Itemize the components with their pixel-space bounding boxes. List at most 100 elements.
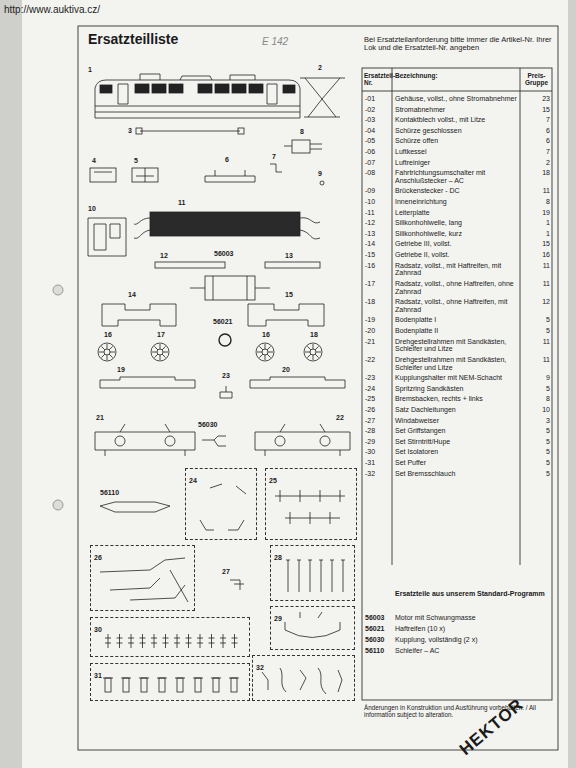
table-cell: Haftreifen (10 x) <box>395 625 545 633</box>
callout-number: 7 <box>272 153 276 161</box>
table-cell: 11 <box>522 262 550 270</box>
table-cell: Gehäuse, vollst., ohne Stromabnehmer <box>395 95 518 103</box>
table-cell: 5 <box>522 385 550 393</box>
table-cell: Inneneinrichtung <box>395 198 518 206</box>
table-cell: Leiterplatte <box>395 209 518 217</box>
table-cell: -26 <box>365 406 391 414</box>
table-cell: -25 <box>365 395 391 403</box>
table-cell: 5 <box>522 316 550 324</box>
table-cell: -14 <box>365 240 391 248</box>
table-cell: 7 <box>522 148 550 156</box>
table-cell: 5 <box>522 438 550 446</box>
table-cell: -22 <box>365 356 391 364</box>
table-cell: 1 <box>522 219 550 227</box>
table-cell: 5 <box>522 459 550 467</box>
table-cell: Silikonhohlwelle, kurz <box>395 230 518 238</box>
table-cell: Schleifer – AC <box>395 647 545 655</box>
callout-number: 18 <box>310 331 318 339</box>
table-cell: 7 <box>522 116 550 124</box>
table-cell: 3 <box>522 417 550 425</box>
table-cell: -03 <box>365 116 391 124</box>
callout-number: 3 <box>128 127 132 135</box>
table-cell: -29 <box>365 438 391 446</box>
table-cell: -06 <box>365 148 391 156</box>
table-cell: 5 <box>522 327 550 335</box>
table-cell: 19 <box>522 209 550 217</box>
table-cell: 56021 <box>365 625 393 633</box>
table-cell: Windabweiser <box>395 417 518 425</box>
callout-number: 16 <box>104 331 112 339</box>
table-cell: -05 <box>365 137 391 145</box>
callout-number: 9 <box>318 170 322 178</box>
callout-number: 32 <box>253 662 264 672</box>
table-cell: 11 <box>522 356 550 364</box>
table-cell: -17 <box>365 280 391 288</box>
callout-number: 11 <box>178 199 185 207</box>
part-group-box: 29 <box>270 606 355 650</box>
table-cell: Drehgestellrahmen mit Sandkästen, Schlei… <box>395 338 518 354</box>
callout-number: 6 <box>225 156 229 164</box>
table-cell: Bremsbacken, rechts + links <box>395 395 518 403</box>
callout-number: 26 <box>91 552 102 562</box>
table-cell: Motor mit Schwungmasse <box>395 614 545 622</box>
table-cell: Set Stirntritt/Hupe <box>395 438 518 446</box>
table-cell: 56030 <box>365 636 393 644</box>
table-cell: Set Puffer <box>395 459 518 467</box>
callout-number: 21 <box>96 414 104 422</box>
table-cell: -01 <box>365 95 391 103</box>
table-cell: -28 <box>365 427 391 435</box>
callout-number: 15 <box>285 291 293 299</box>
table-cell: -09 <box>365 187 391 195</box>
table-cell: Luftkessel <box>395 148 518 156</box>
table-cell: Stromabnehmer <box>395 106 518 114</box>
table-cell: 10 <box>522 406 550 414</box>
table-cell: Getriebe II, vollst. <box>395 251 518 259</box>
table-cell: Kupplungshalter mit NEM-Schacht <box>395 374 518 382</box>
callout-number: 31 <box>91 670 102 680</box>
part-group-box: 30 <box>90 617 250 657</box>
table-cell: -16 <box>365 262 391 270</box>
table-cell: Satz Dachleitungen <box>395 406 518 414</box>
table-cell: Fahrtrichtungsumschalter mit Anschlußste… <box>395 169 518 185</box>
table-cell: Getriebe III, vollst. <box>395 240 518 248</box>
table-cell: 5 <box>522 448 550 456</box>
table-cell: 15 <box>522 240 550 248</box>
table-header: Ersatzteil-Nr. <box>364 72 391 87</box>
callout-number: 10 <box>88 205 96 213</box>
order-note: Bei Ersatzteilanforderung bitte immer di… <box>364 36 552 53</box>
callout-number: 27 <box>222 568 230 576</box>
part-group-box: 32 <box>252 655 355 701</box>
table-cell: -19 <box>365 316 391 324</box>
table-cell: -07 <box>365 159 391 167</box>
table-cell: -15 <box>365 251 391 259</box>
table-cell: 9 <box>522 374 550 382</box>
table-cell: -23 <box>365 374 391 382</box>
table-cell: 56003 <box>365 614 393 622</box>
table-cell: 1 <box>522 230 550 238</box>
table-cell: Schürze offen <box>395 137 518 145</box>
table-cell: -02 <box>365 106 391 114</box>
callout-number: 56003 <box>214 250 233 258</box>
table-cell: -24 <box>365 385 391 393</box>
table-cell: -04 <box>365 127 391 135</box>
table-cell: 8 <box>522 198 550 206</box>
table-cell: 11 <box>522 338 550 346</box>
table-cell: 23 <box>522 95 550 103</box>
callout-number: 13 <box>285 252 293 260</box>
callout-number: 8 <box>300 128 304 136</box>
callout-number: 29 <box>271 613 282 623</box>
table-cell: -20 <box>365 327 391 335</box>
table-cell: Set Isolatoren <box>395 448 518 456</box>
callout-number: 56030 <box>198 421 217 429</box>
table-cell: 12 <box>522 298 550 306</box>
table-header: Preis-Gruppe <box>522 72 551 87</box>
callout-number: 1 <box>88 66 92 74</box>
table-cell: Set Griffstangen <box>395 427 518 435</box>
table-cell: Spritzring Sandkästen <box>395 385 518 393</box>
table-cell: -18 <box>365 298 391 306</box>
table-cell: Silikonhohlwelle, lang <box>395 219 518 227</box>
table-cell: -30 <box>365 448 391 456</box>
table-cell: 11 <box>522 187 550 195</box>
paper-sheet <box>22 0 568 768</box>
